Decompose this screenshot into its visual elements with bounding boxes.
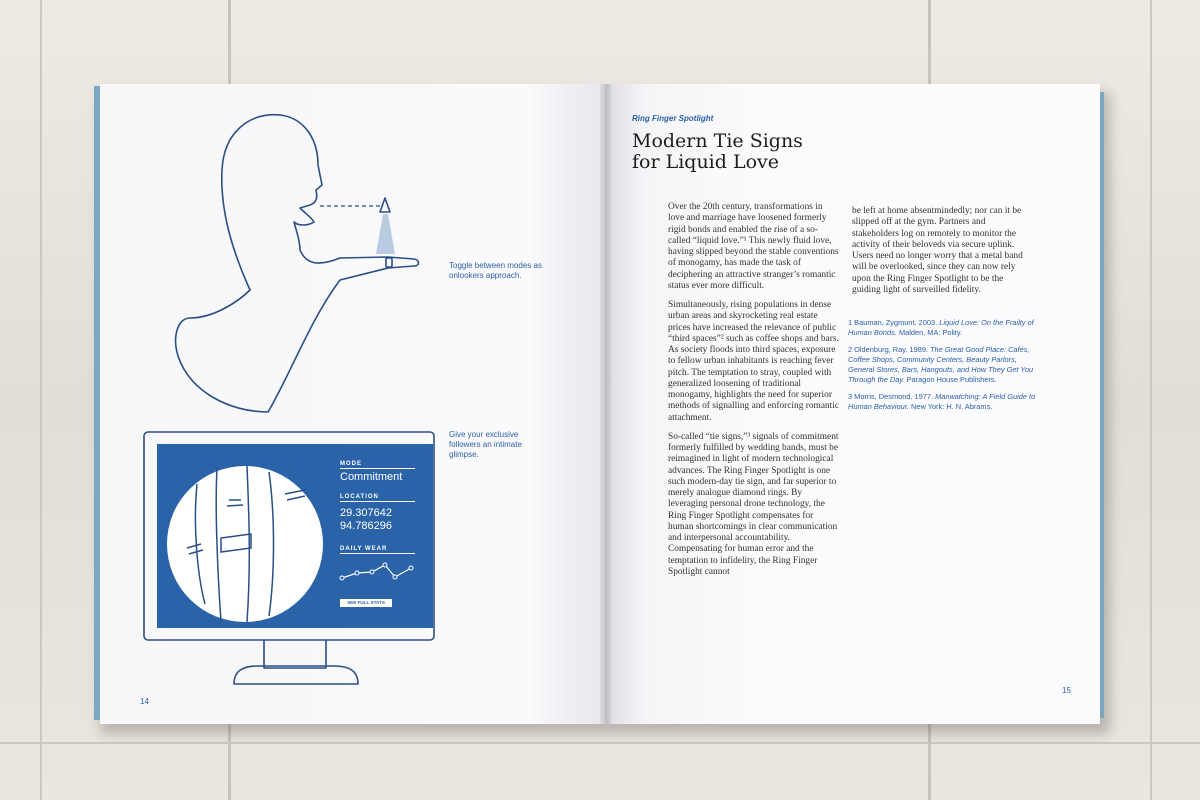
location-latitude: 29.307642 (340, 507, 392, 519)
caption-toggle-modes: Toggle between modes as onlookers approa… (449, 261, 542, 280)
mode-value: Commitment (340, 471, 403, 483)
footnotes: 1 Bauman, Zygmunt. 2003. Liquid Love: On… (848, 318, 1038, 419)
left-page-number: 14 (140, 697, 149, 706)
body-paragraph: be left at home absentmindedly; nor can … (852, 206, 1023, 295)
section-kicker: Ring Finger Spotlight (632, 114, 714, 123)
body-column-1: Over the 20th century, transformations i… (668, 202, 840, 586)
plank-seam (40, 0, 42, 800)
book-cover-edge (1098, 92, 1104, 718)
article-title: Modern Tie Signs for Liquid Love (632, 131, 872, 173)
ring-finger-closeup (167, 465, 323, 623)
location-longitude: 94.786296 (340, 520, 392, 532)
plank-seam (1150, 0, 1152, 800)
right-page-number: 15 (1062, 686, 1071, 695)
body-paragraph: Simultaneously, rising populations in de… (668, 300, 840, 423)
right-page (605, 84, 1100, 724)
body-paragraph: Over the 20th century, transformations i… (668, 202, 839, 291)
footnote-3: 3 Morris, Desmond. 1977. Manwatching: A … (848, 392, 1036, 411)
location-divider (340, 501, 415, 502)
plank-seam (0, 742, 1200, 744)
mode-label: MODE (340, 461, 362, 467)
article-title-line-1: Modern Tie Signs (632, 130, 803, 152)
mode-divider (340, 468, 415, 469)
footnote-1: 1 Bauman, Zygmunt. 2003. Liquid Love: On… (848, 318, 1034, 337)
daily-wear-label: DAILY WEAR (340, 546, 388, 552)
book-gutter (600, 84, 612, 724)
body-paragraph: So-called “tie signs,”³ signals of commi… (668, 431, 839, 577)
daily-wear-sparkline (339, 562, 414, 581)
article-title-line-2: for Liquid Love (632, 151, 779, 173)
body-column-2: be left at home absentmindedly; nor can … (852, 206, 1028, 304)
daily-wear-divider (340, 553, 415, 554)
see-full-stats-button: SEE FULL STATS (340, 599, 392, 607)
footnote-2: 2 Oldenburg, Ray. 1989. The Great Good P… (848, 345, 1034, 384)
location-label: LOCATION (340, 494, 379, 500)
caption-intimate-glimpse: Give your exclusive followers an intimat… (449, 430, 522, 459)
book-cover-edge (94, 86, 102, 720)
monitor-screen: MODE Commitment LOCATION 29.307642 94.78… (157, 444, 433, 628)
